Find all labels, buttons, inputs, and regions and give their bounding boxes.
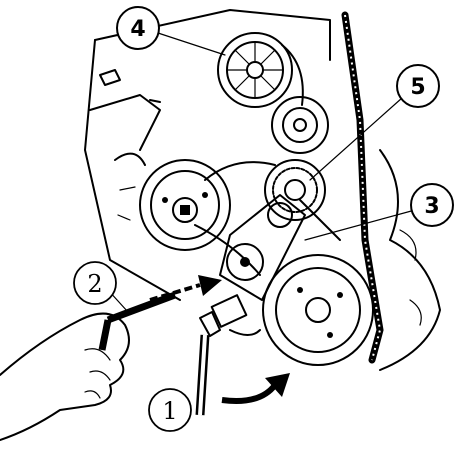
hand xyxy=(0,312,130,441)
drive-belt xyxy=(194,11,384,364)
callout-4: 4 xyxy=(116,6,160,50)
callout-3-label: 3 xyxy=(424,194,439,219)
arrow-insert xyxy=(149,275,222,302)
pulley-4 xyxy=(217,32,293,108)
idler-pulley xyxy=(271,96,329,154)
callout-1-label: 1 xyxy=(162,397,177,425)
callout-2-label: 2 xyxy=(87,270,102,298)
callout-5: 5 xyxy=(396,64,440,108)
callout-2: 2 xyxy=(73,261,117,305)
engine-block xyxy=(84,9,441,371)
arrow-rotate xyxy=(221,373,290,404)
callout-1: 1 xyxy=(148,388,192,432)
left-pulley xyxy=(139,159,231,251)
hex-key xyxy=(98,291,177,351)
callout-5-label: 5 xyxy=(410,75,425,100)
crank-pulley xyxy=(262,254,374,366)
callout-3: 3 xyxy=(410,183,454,227)
pulley-5 xyxy=(264,159,326,221)
callout-4-label: 4 xyxy=(130,17,145,42)
wrench-tool xyxy=(195,294,248,416)
tensioner-arm xyxy=(219,194,306,301)
